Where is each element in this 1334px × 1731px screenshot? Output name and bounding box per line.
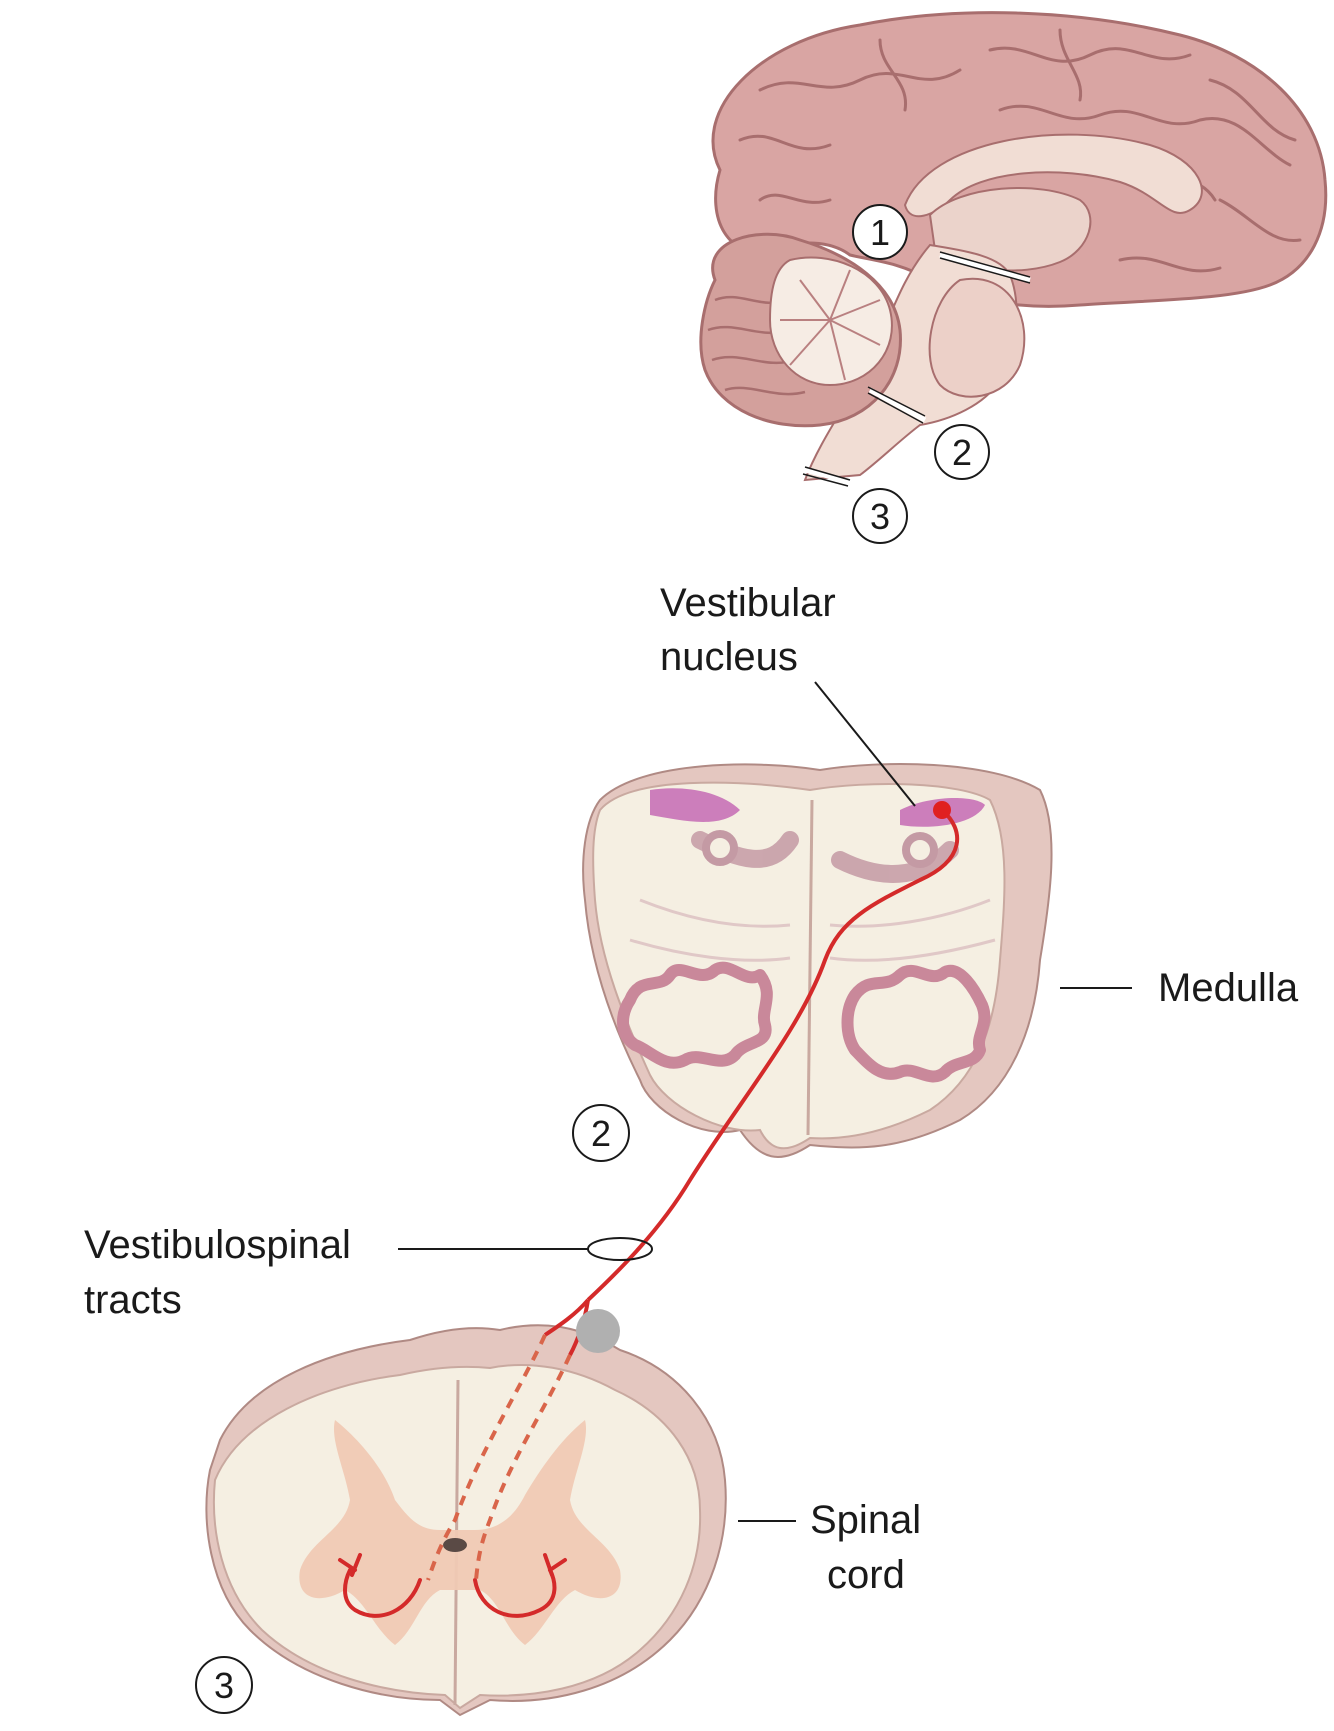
label-medulla: Medulla bbox=[1060, 966, 1299, 1010]
svg-text:2: 2 bbox=[591, 1113, 611, 1154]
brain-level-marker-3: 3 bbox=[852, 488, 908, 544]
gray-marker-dot bbox=[576, 1309, 620, 1353]
tract-dashed-right bbox=[474, 1354, 572, 1581]
marker-spinal-level: 3 bbox=[195, 1656, 253, 1714]
medulla-section bbox=[582, 763, 1053, 1158]
marker-medulla-level: 2 bbox=[572, 1104, 630, 1162]
brain-level-marker-2: 2 bbox=[934, 424, 990, 480]
brainstem-section-lines bbox=[804, 252, 1031, 485]
svg-text:3: 3 bbox=[870, 496, 890, 537]
spinal-gray-matter bbox=[299, 1420, 621, 1645]
svg-text:Vestibular: Vestibular bbox=[660, 581, 836, 625]
tract-terminals bbox=[338, 1553, 567, 1618]
brain-level-marker-1: 1 bbox=[852, 204, 908, 260]
cerebellum bbox=[699, 232, 902, 428]
svg-text:2: 2 bbox=[952, 432, 972, 473]
svg-text:cord: cord bbox=[827, 1553, 905, 1597]
vestibulospinal-tract bbox=[426, 801, 960, 1581]
brain-illustration: 1 2 3 bbox=[699, 11, 1328, 544]
inferior-olive-right bbox=[841, 964, 991, 1083]
label-vestibular-nucleus: Vestibular nucleus bbox=[660, 581, 916, 807]
inferior-olive-left bbox=[617, 961, 773, 1069]
corpus-callosum bbox=[903, 133, 1203, 218]
tract-ellipse bbox=[587, 1237, 653, 1261]
label-spinal-cord: Spinal cord bbox=[738, 1498, 921, 1597]
central-canal bbox=[443, 1538, 467, 1552]
svg-text:tracts: tracts bbox=[84, 1278, 182, 1322]
svg-text:Medulla: Medulla bbox=[1158, 966, 1299, 1010]
pons bbox=[928, 277, 1026, 398]
tract-solid bbox=[586, 808, 960, 1302]
svg-text:1: 1 bbox=[870, 212, 890, 253]
svg-text:Vestibulospinal: Vestibulospinal bbox=[84, 1223, 351, 1267]
vestibular-nucleus-dot bbox=[933, 801, 951, 819]
svg-text:3: 3 bbox=[214, 1665, 234, 1706]
svg-text:Spinal: Spinal bbox=[810, 1498, 921, 1542]
label-vestibulospinal-tracts: Vestibulospinal tracts bbox=[84, 1223, 588, 1322]
spinal-cord-section bbox=[205, 1324, 727, 1717]
vestibular-nucleus-region bbox=[650, 788, 740, 822]
svg-text:nucleus: nucleus bbox=[660, 635, 798, 679]
